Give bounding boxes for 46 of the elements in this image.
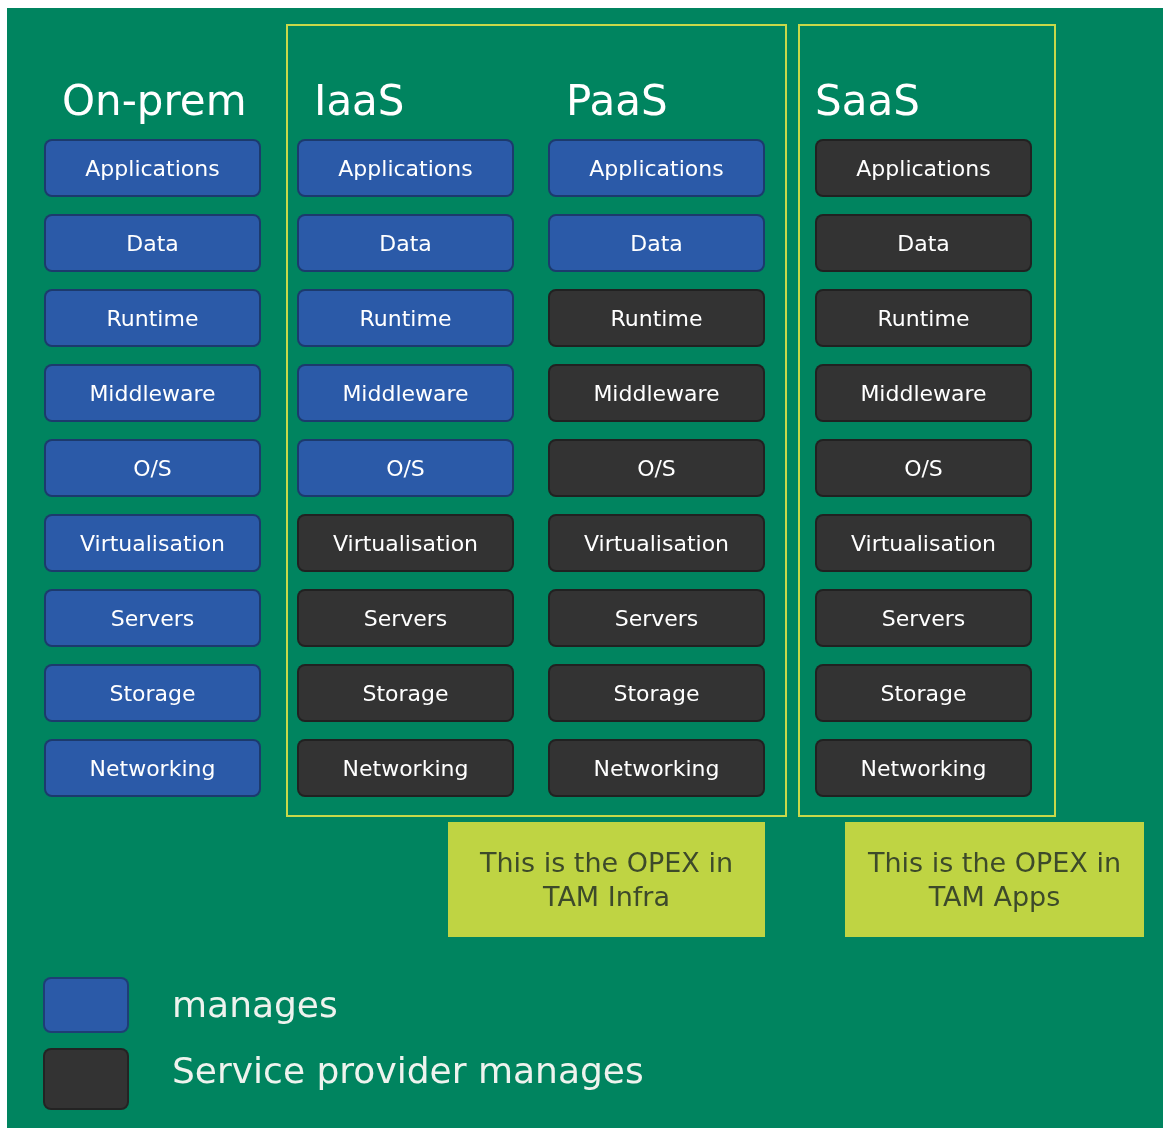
column-heading: On-prem: [62, 76, 247, 125]
layer-box: Runtime: [548, 289, 765, 347]
layer-box: Applications: [44, 139, 261, 197]
layer-box: Servers: [548, 589, 765, 647]
layer-box: O/S: [297, 439, 514, 497]
layer-box: Middleware: [548, 364, 765, 422]
layer-box: Applications: [297, 139, 514, 197]
note-box: This is the OPEX in TAM Infra: [448, 822, 765, 937]
layer-box: Servers: [44, 589, 261, 647]
layer-box: Runtime: [44, 289, 261, 347]
layer-box: Storage: [815, 664, 1032, 722]
column-heading: IaaS: [314, 76, 405, 125]
layer-box: Storage: [297, 664, 514, 722]
layer-box: Middleware: [297, 364, 514, 422]
layer-box: Middleware: [44, 364, 261, 422]
layer-box: Applications: [815, 139, 1032, 197]
legend-label: manages: [172, 984, 338, 1025]
layer-box: Virtualisation: [44, 514, 261, 572]
column-frame: [286, 24, 787, 817]
layer-box: Virtualisation: [815, 514, 1032, 572]
layer-box: Storage: [44, 664, 261, 722]
layer-box: Data: [815, 214, 1032, 272]
layer-box: Virtualisation: [297, 514, 514, 572]
layer-box: Runtime: [297, 289, 514, 347]
layer-box: Middleware: [815, 364, 1032, 422]
layer-box: Data: [297, 214, 514, 272]
layer-box: Virtualisation: [548, 514, 765, 572]
column-heading: PaaS: [566, 76, 668, 125]
note-box: This is the OPEX in TAM Apps: [845, 822, 1144, 937]
layer-box: O/S: [44, 439, 261, 497]
layer-box: Networking: [548, 739, 765, 797]
layer-box: Runtime: [815, 289, 1032, 347]
layer-box: Servers: [297, 589, 514, 647]
layer-box: O/S: [548, 439, 765, 497]
layer-box: O/S: [815, 439, 1032, 497]
layer-box: Servers: [815, 589, 1032, 647]
column-frame: [798, 24, 1056, 817]
column-heading: SaaS: [815, 76, 920, 125]
layer-box: Networking: [815, 739, 1032, 797]
layer-box: Networking: [297, 739, 514, 797]
layer-box: Data: [44, 214, 261, 272]
layer-box: Networking: [44, 739, 261, 797]
layer-box: Applications: [548, 139, 765, 197]
layer-box: Storage: [548, 664, 765, 722]
layer-box: Data: [548, 214, 765, 272]
legend-label: Service provider manages: [172, 1050, 644, 1091]
